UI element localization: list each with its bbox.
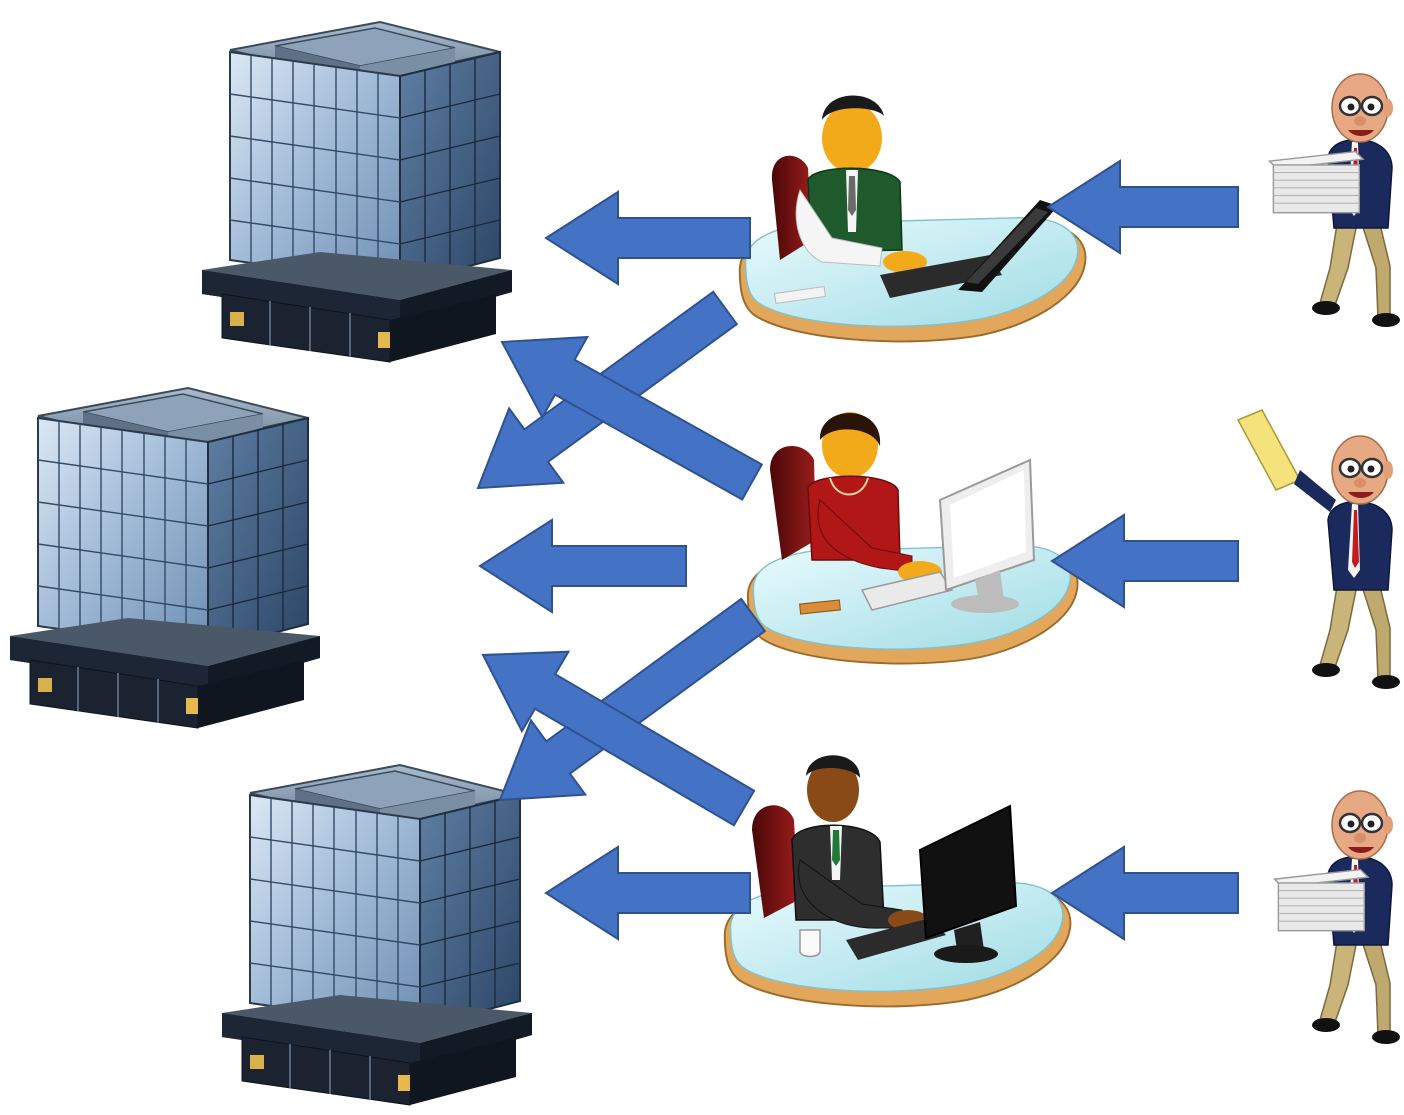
bottom-building-icon [221, 764, 533, 1106]
messenger-bottom-icon [1273, 789, 1402, 1046]
messenger-middle-icon [1236, 409, 1402, 691]
arrow-worker-red-top-to-middle-building [478, 518, 687, 614]
top-building-icon [201, 21, 513, 363]
paper-stack-icon [1273, 868, 1369, 932]
messenger-top-icon [1268, 72, 1402, 329]
arrow-worker-green-vest-to-top-building [544, 190, 751, 286]
arrow-worker-dark-suit-to-bottom-building [544, 845, 751, 941]
arrow-messenger-middle-to-worker-red-top [1050, 513, 1239, 609]
arrow-messenger-top-to-worker-green-vest [1046, 159, 1239, 255]
arrow-worker-red-top-to-top-building [500, 335, 764, 501]
worker-green-vest-icon [738, 95, 1087, 343]
middle-building-icon [9, 387, 321, 729]
flow-arrows [476, 159, 1239, 941]
arrow-messenger-bottom-to-worker-dark-suit [1050, 845, 1239, 941]
paper-stack-icon [1268, 150, 1364, 214]
worker-dark-suit-icon [723, 755, 1072, 1008]
paper-sheet-icon [1236, 409, 1302, 491]
arrow-worker-red-top-to-bottom-building [498, 597, 767, 802]
worker-red-top-icon [746, 412, 1079, 665]
arrow-worker-dark-suit-to-middle-building [481, 650, 756, 827]
